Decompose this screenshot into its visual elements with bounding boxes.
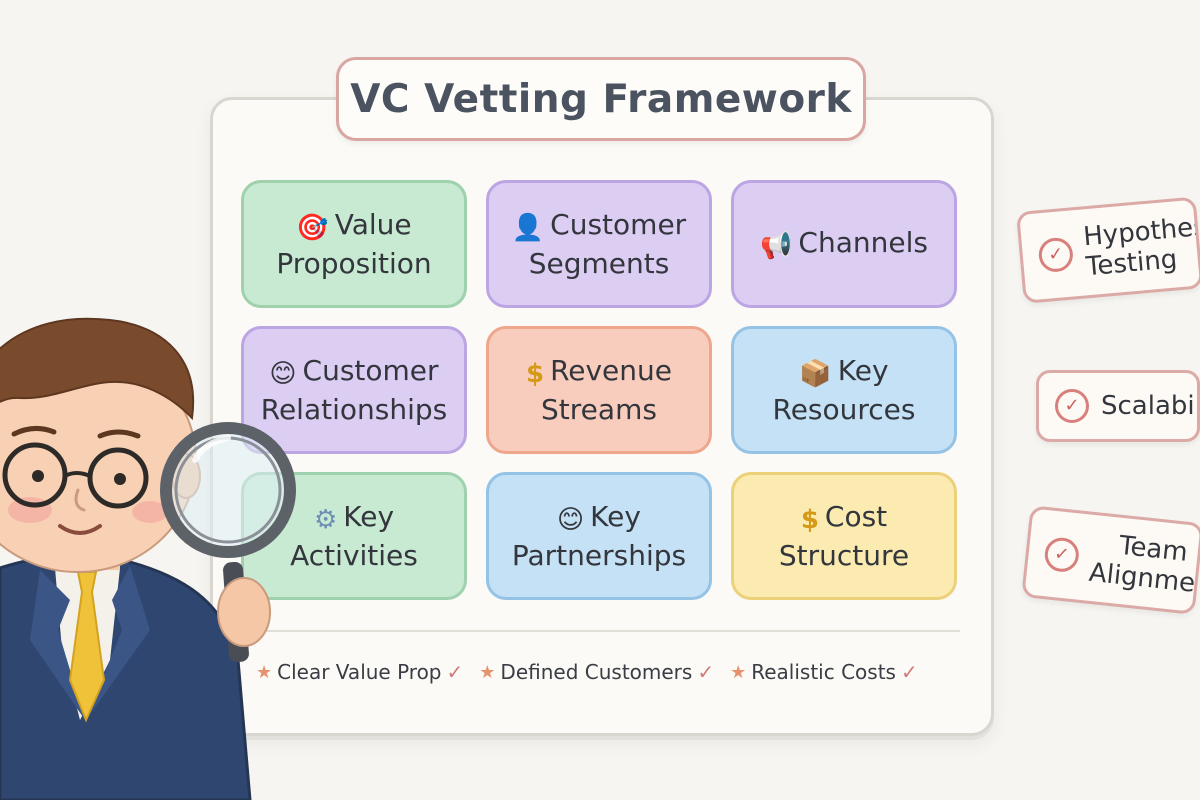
tile-label-line1: Customer (550, 207, 687, 241)
checklist-label: Realistic Costs (751, 660, 896, 684)
checklist-label: Defined Customers (500, 660, 693, 684)
tag-label: Scalabil (1101, 391, 1200, 421)
tag-label-line2: Testing (1084, 244, 1179, 283)
checklist-item: ★Clear Value Prop✓ (256, 660, 463, 684)
tile-label-line2: Segments (528, 246, 670, 280)
person-icon: 👤 (511, 212, 545, 243)
checklist-item: ★Defined Customers✓ (479, 660, 714, 684)
checklist-item: ★Realistic Costs✓ (730, 660, 918, 684)
tile-channels: 📢Channels (731, 180, 957, 308)
dollar-icon: $ (800, 504, 819, 535)
tile-label-line1: Revenue (550, 353, 673, 387)
tile-label-line1: Cost (824, 499, 888, 533)
star-icon: ★ (256, 661, 273, 683)
tile-label-line1: Value (334, 207, 412, 241)
tile-label-line1: Channels (798, 225, 928, 259)
tag-label-line1: Hypothes (1082, 211, 1200, 253)
star-icon: ★ (479, 661, 496, 683)
tile-label-line2: Relationships (260, 392, 448, 426)
tile-label-line1: Customer (302, 353, 439, 387)
page-title: VC Vetting Framework (336, 57, 866, 141)
target-icon: 🎯 (296, 212, 329, 243)
megaphone-icon: 📢 (760, 230, 793, 261)
smiley-icon: 😊 (269, 358, 297, 389)
box-icon: 📦 (799, 358, 832, 389)
investor-character-illustration (0, 317, 296, 800)
checkmark-icon: ✓ (900, 660, 918, 684)
check-circle-icon: ✓ (1037, 236, 1075, 274)
tile-label-line2: Resources (772, 392, 916, 426)
check-circle-icon: ✓ (1043, 536, 1081, 574)
tile-label-line2: Structure (778, 538, 910, 572)
star-icon: ★ (730, 661, 747, 683)
dollar-icon: $ (525, 358, 545, 389)
tile-label-line2: Proposition (276, 246, 432, 280)
checkmark-icon: ✓ (446, 660, 464, 684)
tile-label-line1: Key (590, 499, 641, 533)
criteria-checklist: ★Clear Value Prop✓ ★Defined Customers✓ ★… (256, 655, 972, 689)
smiley-icon: 😊 (557, 504, 585, 535)
tag-scalability: ✓ Scalabil (1036, 370, 1200, 442)
tile-label-line1: Key (343, 499, 395, 533)
gear-icon: ⚙ (313, 504, 338, 535)
tile-label-line1: Key (837, 353, 889, 387)
divider (232, 630, 960, 632)
checkmark-icon: ✓ (697, 660, 715, 684)
tile-label-line2: Partnerships (511, 538, 687, 572)
tile-label-line2: Activities (290, 538, 418, 572)
tile-label-line2: Streams (541, 392, 657, 426)
check-circle-icon: ✓ (1055, 389, 1089, 423)
checklist-label: Clear Value Prop (277, 660, 442, 684)
